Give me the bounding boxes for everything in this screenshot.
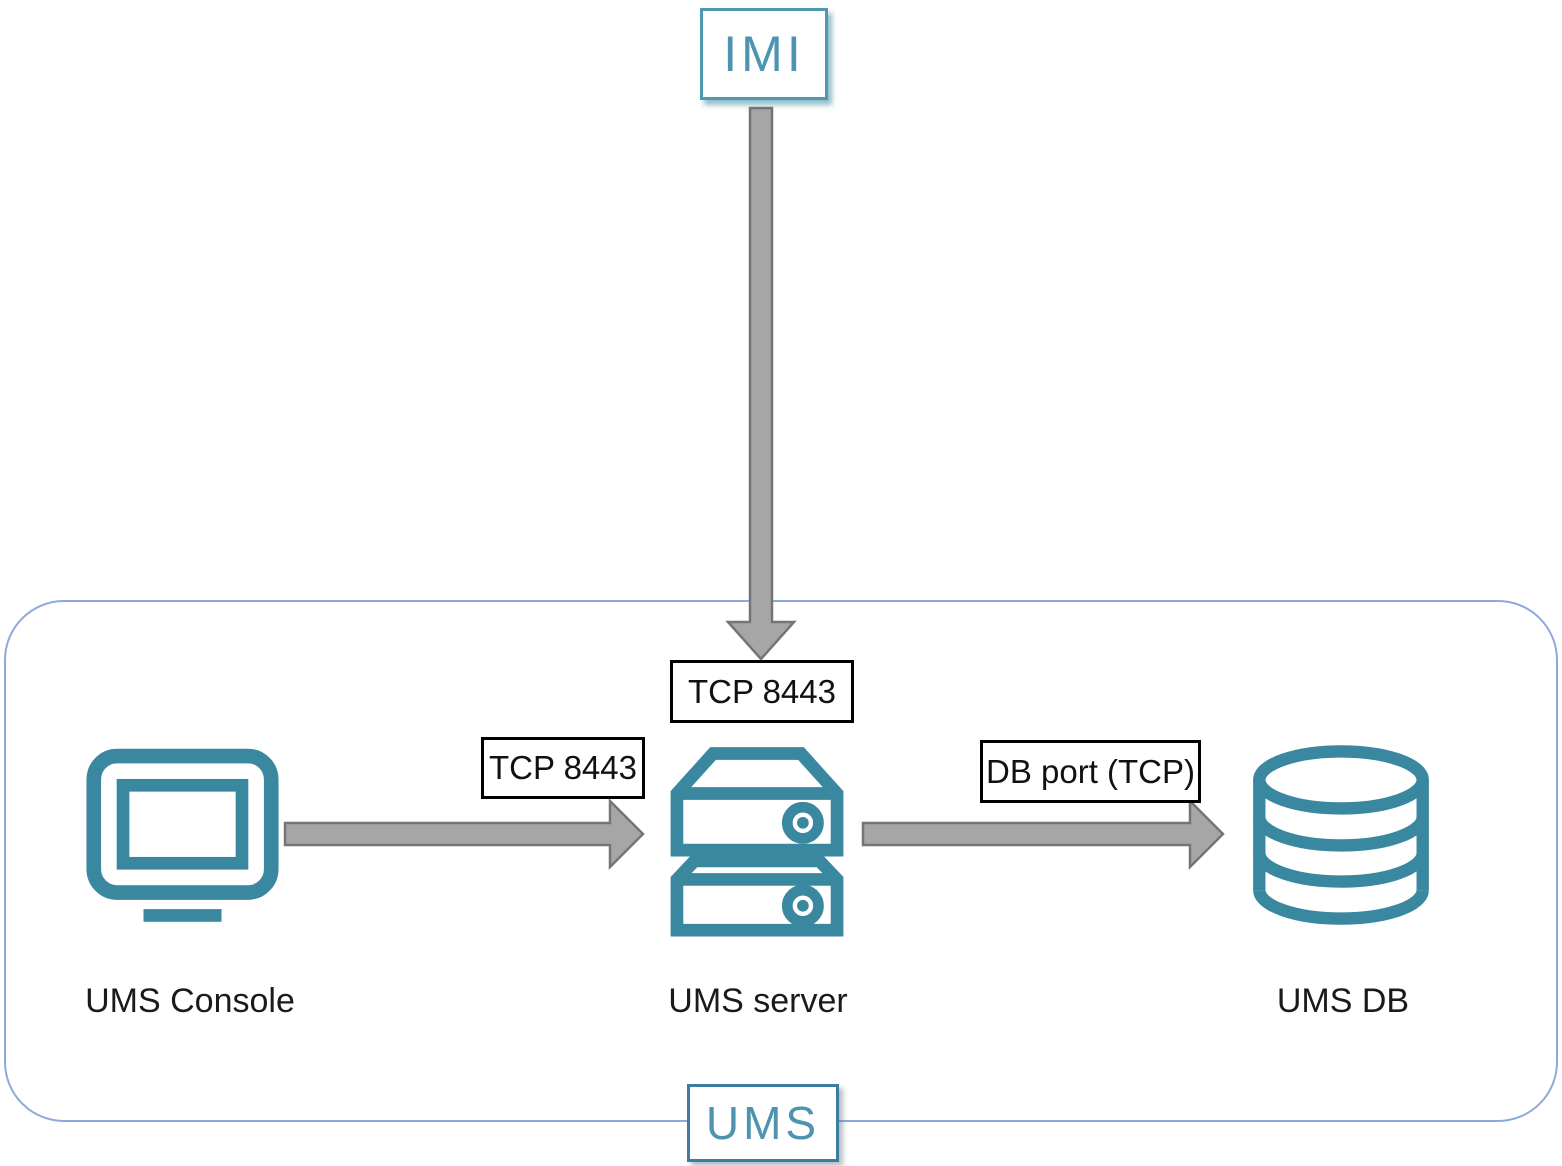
- port-label-text: TCP 8443: [489, 749, 637, 786]
- arrow-server-to-db: [861, 797, 1225, 871]
- port-label-imi-to-server: TCP 8443: [670, 660, 854, 723]
- ums-zone-tag-label: UMS: [705, 1097, 821, 1149]
- ums-db-label: UMS DB: [1276, 982, 1410, 1020]
- database-icon: [1253, 745, 1429, 925]
- server-icon: [670, 747, 844, 937]
- ums-zone-tag: UMS: [687, 1084, 839, 1162]
- imi-node: IMI: [700, 8, 828, 100]
- monitor-icon: [86, 748, 279, 922]
- arrow-imi-to-ums-server: [725, 106, 797, 661]
- port-label-console-to-server: TCP 8443: [481, 737, 645, 799]
- port-label-server-to-db: DB port (TCP): [980, 740, 1201, 803]
- port-label-text: TCP 8443: [688, 672, 836, 710]
- ums-console-label: UMS Console: [85, 982, 295, 1020]
- port-label-text: DB port (TCP): [985, 752, 1196, 790]
- imi-node-label: IMI: [723, 26, 805, 82]
- ums-server-label: UMS server: [668, 982, 848, 1020]
- arrow-console-to-server: [283, 797, 645, 871]
